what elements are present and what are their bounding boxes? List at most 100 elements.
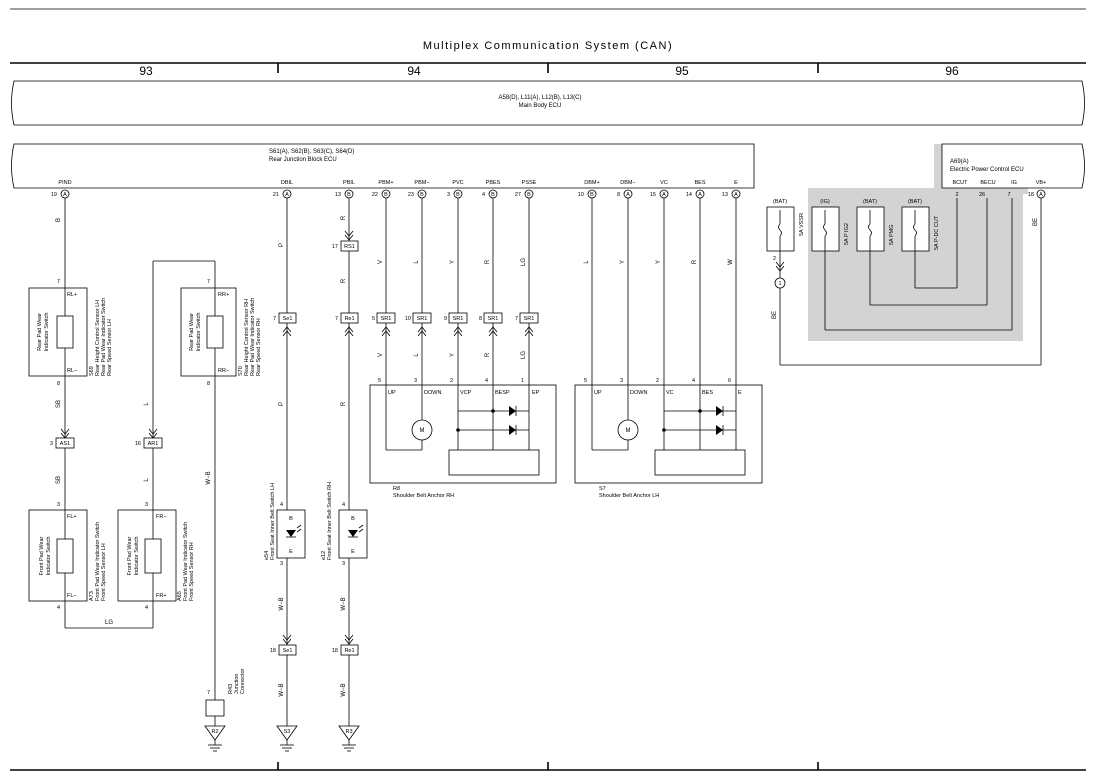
pin-name-bes: BES xyxy=(694,180,705,186)
svg-text:V: V xyxy=(378,353,384,357)
svg-text:Indicator Switch: Indicator Switch xyxy=(134,537,140,576)
wires-s7 xyxy=(591,198,737,385)
svg-text:R8: R8 xyxy=(393,486,400,492)
svg-text:SR1: SR1 xyxy=(524,316,535,322)
svg-text:15: 15 xyxy=(650,192,656,198)
svg-text:IG: IG xyxy=(1011,180,1017,186)
svg-text:A: A xyxy=(63,192,67,198)
svg-text:7: 7 xyxy=(1007,192,1010,198)
diagram-title: Multiplex Communication System (CAN) xyxy=(423,40,673,52)
svg-text:18: 18 xyxy=(332,648,338,654)
svg-text:A65: A65 xyxy=(177,591,183,601)
svg-text:B: B xyxy=(351,516,355,522)
electric-power-control-ecu: A69(A) Electric Power Control ECU xyxy=(941,143,1085,189)
svg-text:FR+: FR+ xyxy=(156,593,167,599)
wire-color-l: L xyxy=(144,402,150,406)
svg-text:A: A xyxy=(626,192,630,198)
component-a65: 3 FR− FR+ Front Pad Wear Indicator Switc… xyxy=(117,502,195,611)
svg-text:16: 16 xyxy=(135,441,141,447)
svg-text:SR1: SR1 xyxy=(417,316,428,322)
svg-text:3: 3 xyxy=(145,502,148,508)
svg-text:8: 8 xyxy=(617,192,620,198)
svg-text:A: A xyxy=(698,192,702,198)
pin-name-pbm-plus: PBM+ xyxy=(378,180,393,186)
wire-color-r-5: R xyxy=(692,259,698,264)
svg-text:E: E xyxy=(738,390,742,396)
wire-color-sb: SB xyxy=(56,400,62,408)
svg-text:E: E xyxy=(289,549,293,555)
svg-text:Rear Height Control Sensor RH: Rear Height Control Sensor RH xyxy=(244,299,250,376)
wire-color-be-2: BE xyxy=(1033,218,1039,226)
wire-color-p-2: P xyxy=(279,402,285,406)
svg-text:3: 3 xyxy=(50,441,53,447)
svg-text:(BAT): (BAT) xyxy=(773,199,787,205)
rear-junction-block-ecu: S61(A), S62(B), S63(C), S64(D) Rear Junc… xyxy=(11,143,755,189)
svg-text:VC: VC xyxy=(666,390,674,396)
svg-text:5A VSSR: 5A VSSR xyxy=(799,213,805,236)
wire-color-be: BE xyxy=(772,311,778,319)
svg-text:S7: S7 xyxy=(599,486,606,492)
component-e12: 4 B E 3 e12 Front Seat Inner Belt Switch… xyxy=(321,482,368,567)
svg-text:23: 23 xyxy=(408,192,414,198)
svg-text:A: A xyxy=(662,192,666,198)
svg-text:B: B xyxy=(384,192,388,198)
rear-junction-codes: S61(A), S62(B), S63(C), S64(D) xyxy=(269,149,354,155)
section-94: 94 xyxy=(407,64,421,78)
svg-text:e54: e54 xyxy=(264,551,270,560)
svg-text:A: A xyxy=(1039,192,1043,198)
svg-text:7: 7 xyxy=(207,279,210,285)
motor-s7: M xyxy=(626,428,631,434)
component-s70: 7 RR+ RR− Rear Pad Wear Indicator Switch… xyxy=(180,279,262,387)
wire-color-b: B xyxy=(56,218,62,222)
svg-text:7: 7 xyxy=(273,316,276,322)
svg-text:FL−: FL− xyxy=(67,593,77,599)
wire-color-w-b-5: W−B xyxy=(341,683,347,696)
svg-text:2: 2 xyxy=(955,192,958,198)
top-pins: PIND 19 A DBIL 21 A PBIL 13 B PBM+ 22 B … xyxy=(51,180,741,199)
pin-name-psse: PSSE xyxy=(522,180,537,186)
component-r43: 7 R43 Junction Connector xyxy=(205,668,246,726)
svg-text:7: 7 xyxy=(335,316,338,322)
svg-text:4: 4 xyxy=(692,378,695,384)
svg-text:Front Pad Wear Indicator Switc: Front Pad Wear Indicator Switch xyxy=(95,522,101,601)
svg-text:R43: R43 xyxy=(228,684,234,694)
svg-text:EP: EP xyxy=(532,390,540,396)
svg-text:B: B xyxy=(527,192,531,198)
svg-text:10: 10 xyxy=(578,192,584,198)
motor-r8: M xyxy=(420,428,425,434)
svg-text:A: A xyxy=(285,192,289,198)
ground-r2: R2 xyxy=(204,725,226,752)
svg-text:Re1: Re1 xyxy=(344,648,354,654)
splice-1: 1 xyxy=(778,281,781,287)
svg-text:27: 27 xyxy=(515,192,521,198)
svg-text:S70: S70 xyxy=(238,366,244,376)
svg-text:L: L xyxy=(414,353,420,357)
svg-text:14: 14 xyxy=(686,192,692,198)
pin-name-dbm-plus: DBM+ xyxy=(584,180,599,186)
svg-text:FL+: FL+ xyxy=(67,514,77,520)
svg-text:(BAT): (BAT) xyxy=(863,199,877,205)
svg-text:3: 3 xyxy=(57,502,60,508)
svg-text:AS1: AS1 xyxy=(60,441,70,447)
svg-text:26: 26 xyxy=(979,192,985,198)
svg-text:22: 22 xyxy=(372,192,378,198)
svg-text:Shoulder Belt Anchor RH: Shoulder Belt Anchor RH xyxy=(393,493,454,499)
svg-text:Junction: Junction xyxy=(234,674,240,695)
svg-text:SR1: SR1 xyxy=(381,316,392,322)
svg-text:Front Speed Sensor LH: Front Speed Sensor LH xyxy=(101,543,107,601)
svg-text:e12: e12 xyxy=(321,551,327,560)
svg-text:RL−: RL− xyxy=(67,368,77,374)
wires-section-93 xyxy=(64,198,216,700)
wire-color-l-4: L xyxy=(584,260,590,264)
svg-text:(IG): (IG) xyxy=(820,199,830,205)
wire-color-w: W xyxy=(728,259,734,265)
svg-text:S3: S3 xyxy=(284,729,291,735)
svg-text:Front Speed Sensor RH: Front Speed Sensor RH xyxy=(189,542,195,601)
wire-color-w-b: W−B xyxy=(206,471,212,484)
svg-text:Front Seat Inner Belt Switch L: Front Seat Inner Belt Switch LH xyxy=(270,483,276,560)
svg-text:2: 2 xyxy=(773,256,776,262)
fuse-p-dc-cut: (BAT) 5A P-DC CUT xyxy=(901,199,940,288)
wire-color-l-3: L xyxy=(414,260,420,264)
svg-text:Y: Y xyxy=(450,353,456,357)
